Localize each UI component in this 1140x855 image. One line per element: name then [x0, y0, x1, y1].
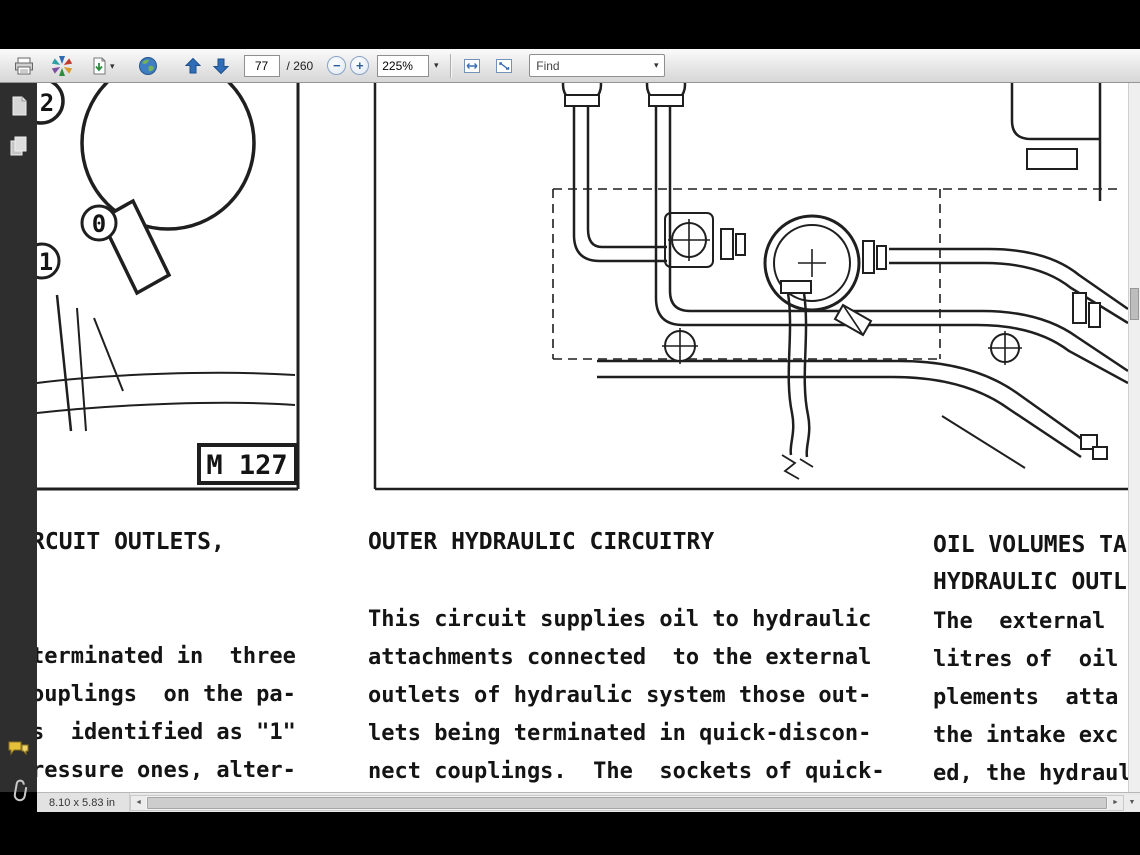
text-line: ouplings on the pa- — [37, 682, 296, 707]
toolbar-separator — [450, 53, 453, 78]
text-line: lets being terminated in quick-discon- — [368, 721, 872, 746]
text-line: the intake exc — [933, 723, 1119, 748]
letterbox-top — [0, 0, 1140, 49]
attachments-panel-button[interactable] — [7, 778, 31, 802]
comments-panel-button[interactable] — [7, 738, 31, 762]
find-box: ▾ — [529, 54, 666, 77]
vertical-scrollbar[interactable] — [1128, 83, 1140, 792]
pages-panel-button[interactable] — [7, 95, 31, 119]
page-total: / 260 — [286, 58, 314, 73]
text-line: outlets of hydraulic system those out- — [368, 683, 872, 708]
print-button[interactable] — [10, 54, 38, 78]
hydraulic-diagram: 0 1 2 M 127 — [37, 83, 1128, 491]
chevron-down-icon: ▾ — [433, 60, 439, 70]
right-arrow-icon: ► — [1112, 798, 1119, 806]
navigation-sidebar — [0, 83, 37, 802]
comment-icon — [8, 741, 29, 755]
zoom-out-button[interactable]: − — [327, 56, 347, 75]
column-heading: OIL VOLUMES TA — [933, 532, 1127, 558]
status-bar: 8.10 x 5.83 in ◄ ► ▼ — [37, 792, 1140, 812]
chevron-down-icon: ▾ — [653, 60, 659, 70]
find-input[interactable] — [530, 58, 649, 73]
toolbar: ▾ / 260 − + ▾ — [0, 49, 1140, 83]
plus-icon: + — [355, 57, 364, 73]
zoom-in-button[interactable]: + — [350, 56, 370, 75]
scroll-down-button[interactable]: ▼ — [1124, 794, 1140, 811]
scroll-left-button[interactable]: ◄ — [131, 795, 147, 810]
paperclip-icon — [13, 779, 28, 802]
horizontal-scrollbar[interactable]: ◄ ► — [130, 794, 1124, 811]
fit-page-button[interactable] — [491, 54, 517, 78]
page-size-label: 8.10 x 5.83 in — [37, 793, 131, 812]
minus-icon: − — [332, 57, 341, 73]
find-dropdown-button[interactable]: ▾ — [648, 60, 664, 71]
up-arrow-icon — [184, 57, 201, 73]
letterbox-bottom — [0, 812, 1140, 855]
text-line: The external — [933, 609, 1106, 634]
collaborate-button[interactable] — [48, 53, 76, 79]
text-line: ed, the hydraul — [933, 761, 1128, 786]
text-line: attachments connected to the external — [368, 645, 872, 670]
callout-0: 0 — [92, 210, 106, 238]
fit-width-button[interactable] — [459, 54, 485, 78]
document-page[interactable]: 0 1 2 M 127 — [37, 83, 1128, 792]
zoom-level-input[interactable] — [377, 54, 430, 77]
text-line: plements atta — [933, 685, 1119, 710]
down-arrow-icon — [212, 58, 229, 74]
globe-icon — [138, 56, 157, 75]
column-heading: HYDRAULIC OUTL — [933, 569, 1127, 595]
fit-page-icon — [496, 58, 513, 73]
pinwheel-icon — [51, 55, 73, 76]
export-button[interactable]: ▾ — [86, 54, 118, 78]
vertical-scrollbar-thumb[interactable] — [1130, 288, 1139, 320]
next-page-button[interactable] — [208, 54, 234, 78]
previous-page-button[interactable] — [180, 54, 206, 78]
down-arrow-icon: ▼ — [1128, 799, 1136, 806]
column-heading: OUTER HYDRAULIC CIRCUITRY — [368, 529, 715, 555]
figure-code: M 127 — [206, 450, 287, 481]
export-dropdown-arrow: ▾ — [110, 60, 115, 71]
column-heading: RCUIT OUTLETS, — [37, 529, 225, 555]
text-column-right: OIL VOLUMES TA HYDRAULIC OUTL The extern… — [933, 527, 1128, 792]
text-column-left: RCUIT OUTLETS, terminated in three oupli… — [37, 527, 321, 790]
zoom-dropdown-button[interactable]: ▾ — [429, 56, 443, 76]
text-line: ressure ones, alter- — [37, 758, 296, 783]
left-arrow-icon: ◄ — [135, 798, 143, 806]
callout-1: 1 — [39, 248, 53, 276]
pages-icon — [12, 96, 27, 116]
fit-width-icon — [464, 58, 481, 73]
text-line: terminated in three — [37, 644, 296, 669]
scroll-right-button[interactable]: ► — [1108, 795, 1123, 810]
text-line: litres of oil — [933, 647, 1119, 672]
text-line: nect couplings. The sockets of quick- — [368, 759, 885, 784]
callout-2: 2 — [40, 89, 54, 117]
text-line: s identified as "1" — [37, 720, 296, 745]
text-line: This circuit supplies oil to hydraulic — [368, 607, 872, 632]
share-button[interactable] — [134, 53, 162, 79]
text-column-center: OUTER HYDRAULIC CIRCUITRY This circuit s… — [368, 527, 928, 791]
horizontal-scrollbar-thumb[interactable] — [147, 796, 1107, 809]
bookmarks-icon — [10, 136, 27, 156]
export-document-icon — [93, 57, 106, 74]
printer-icon — [15, 57, 33, 74]
page-number-input[interactable] — [243, 54, 280, 77]
bookmarks-panel-button[interactable] — [7, 135, 31, 159]
